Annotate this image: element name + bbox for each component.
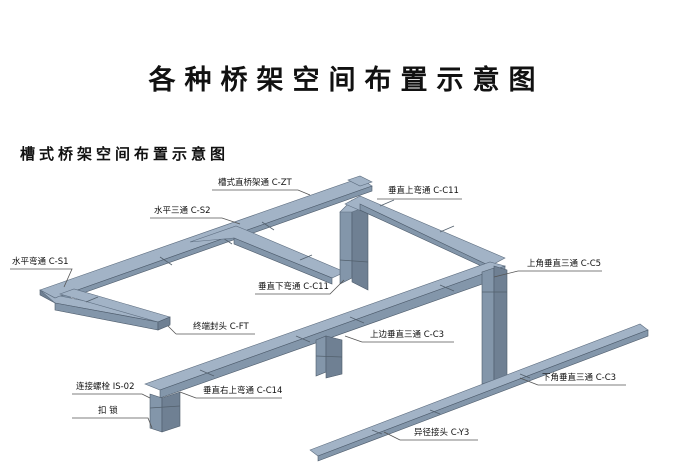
tray-s1-branch <box>39 288 171 331</box>
riser-c5 <box>481 265 508 385</box>
label-c-c11-down: 垂直下弯通 C-C11 <box>258 282 329 292</box>
subtitle: 槽式桥架空间布置示意图 <box>20 145 230 163</box>
label-c-c3-upper: 上边垂直三通 C-C3 <box>370 330 445 340</box>
main-title: 各种桥架空间布置示意图 <box>148 65 545 96</box>
label-is-02: 连接螺栓 IS-02 <box>76 382 135 392</box>
label-c-c11-up: 垂直上弯通 C-C11 <box>388 186 459 196</box>
label-c-c5: 上角垂直三通 C-C5 <box>527 259 602 269</box>
tray-zt-end <box>347 175 373 187</box>
riser-c11 <box>339 199 369 291</box>
tray-s2-branch <box>189 225 346 285</box>
label-c-zt: 槽式直桥架通 C-ZT <box>218 178 292 188</box>
label-c-s2: 水平三通 C-S2 <box>154 206 211 216</box>
leader-lines <box>10 189 626 441</box>
label-c-c3-lower: 下角垂直三通 C-C3 <box>542 373 617 383</box>
label-c-c14: 垂直右上弯通 C-C14 <box>203 386 283 396</box>
label-c-ft: 终端封头 C-FT <box>193 322 249 332</box>
label-c-y3: 异径接头 C-Y3 <box>414 428 470 438</box>
riser-c14 <box>149 391 181 433</box>
label-c-s1: 水平弯通 C-S1 <box>12 257 69 267</box>
riser-c3-upper <box>315 335 343 379</box>
tray-bottom <box>309 323 649 462</box>
tray-upper-level <box>344 195 506 271</box>
label-lock: 扣 锁 <box>98 406 118 416</box>
